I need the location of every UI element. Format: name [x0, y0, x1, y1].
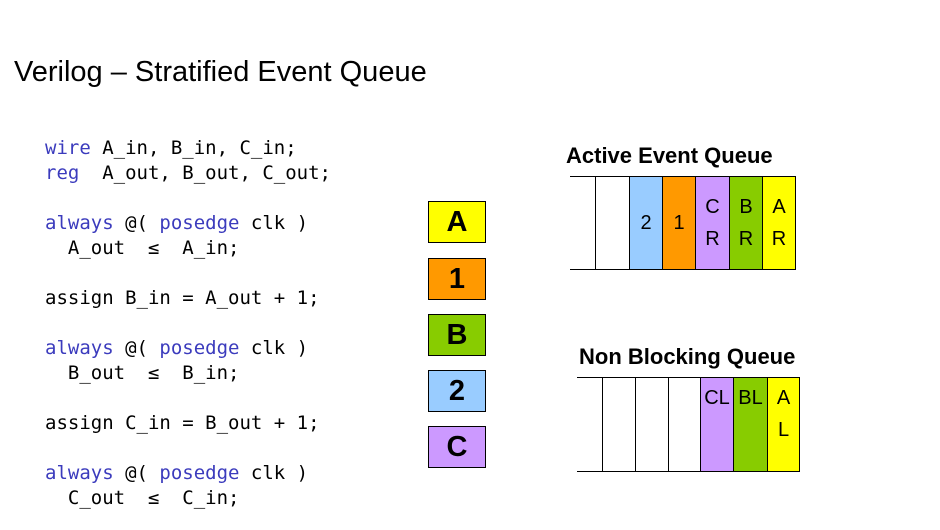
- cell-label: 2: [640, 212, 652, 234]
- cell-label: C: [705, 196, 720, 218]
- nonblocking-queue-cell: [668, 378, 700, 471]
- nonblocking-queue-cell: BL: [733, 378, 767, 471]
- code-line-always-c: always @( posedge clk ): [45, 461, 308, 486]
- cell-label: R: [705, 228, 720, 250]
- cell-label: CL: [704, 387, 730, 409]
- active-queue-cell: 2: [629, 177, 662, 269]
- code-text: @(: [113, 212, 160, 234]
- cell-label: BL: [738, 387, 763, 409]
- cell-label: A: [772, 196, 786, 218]
- code-text: A_out, B_out, C_out;: [79, 162, 331, 184]
- code-line-b-out: B_out ≤ B_in;: [45, 362, 240, 384]
- code-line-assign-c: assign C_in = B_out + 1;: [45, 412, 320, 434]
- cell-label: A: [776, 387, 791, 409]
- verilog-code-block: wire A_in, B_in, C_in; reg A_out, B_out,…: [45, 136, 331, 509]
- keyword-wire: wire: [45, 137, 91, 159]
- event-box-2: 2: [428, 370, 486, 412]
- cell-label: B: [739, 196, 753, 218]
- cell-label: 1: [673, 212, 685, 234]
- code-text: clk ): [239, 337, 309, 359]
- code-text: @(: [113, 462, 160, 484]
- event-box-b: B: [428, 314, 486, 356]
- keyword-always: always: [45, 462, 114, 484]
- code-line-reg: reg A_out, B_out, C_out;: [45, 161, 331, 186]
- event-box-a: A: [428, 201, 486, 243]
- code-line-a-out: A_out ≤ A_in;: [45, 237, 240, 259]
- keyword-posedge: posedge: [159, 212, 240, 234]
- cell-label: R: [738, 228, 754, 250]
- code-line-always-a: always @( posedge clk ): [45, 211, 308, 236]
- event-box-c: C: [428, 426, 486, 468]
- code-text: clk ): [239, 462, 309, 484]
- slide-title: Verilog – Stratified Event Queue: [14, 56, 427, 88]
- keyword-always: always: [45, 212, 114, 234]
- keyword-always: always: [45, 337, 114, 359]
- cell-label: L: [777, 419, 790, 441]
- code-line-wire: wire A_in, B_in, C_in;: [45, 136, 297, 161]
- keyword-posedge: posedge: [159, 462, 240, 484]
- code-line-always-b: always @( posedge clk ): [45, 336, 308, 361]
- nonblocking-queue-title: Non Blocking Queue: [579, 344, 796, 369]
- code-text: clk ): [239, 212, 309, 234]
- code-text: A_in, B_in, C_in;: [90, 137, 297, 159]
- active-queue-title: Active Event Queue: [566, 143, 773, 168]
- nonblocking-queue-cell: [602, 378, 635, 471]
- event-box-1: 1: [428, 258, 486, 300]
- keyword-reg: reg: [45, 162, 80, 184]
- keyword-posedge: posedge: [159, 337, 240, 359]
- nonblocking-queue-cell: CL: [700, 378, 733, 471]
- code-text: @(: [113, 337, 160, 359]
- active-queue-cell: 1: [662, 177, 695, 269]
- cell-label: R: [771, 228, 787, 250]
- code-line-assign-b: assign B_in = A_out + 1;: [45, 287, 320, 309]
- code-line-c-out: C_out ≤ C_in;: [45, 487, 240, 509]
- nonblocking-queue-cell: [635, 378, 668, 471]
- active-queue-cell: [595, 177, 629, 269]
